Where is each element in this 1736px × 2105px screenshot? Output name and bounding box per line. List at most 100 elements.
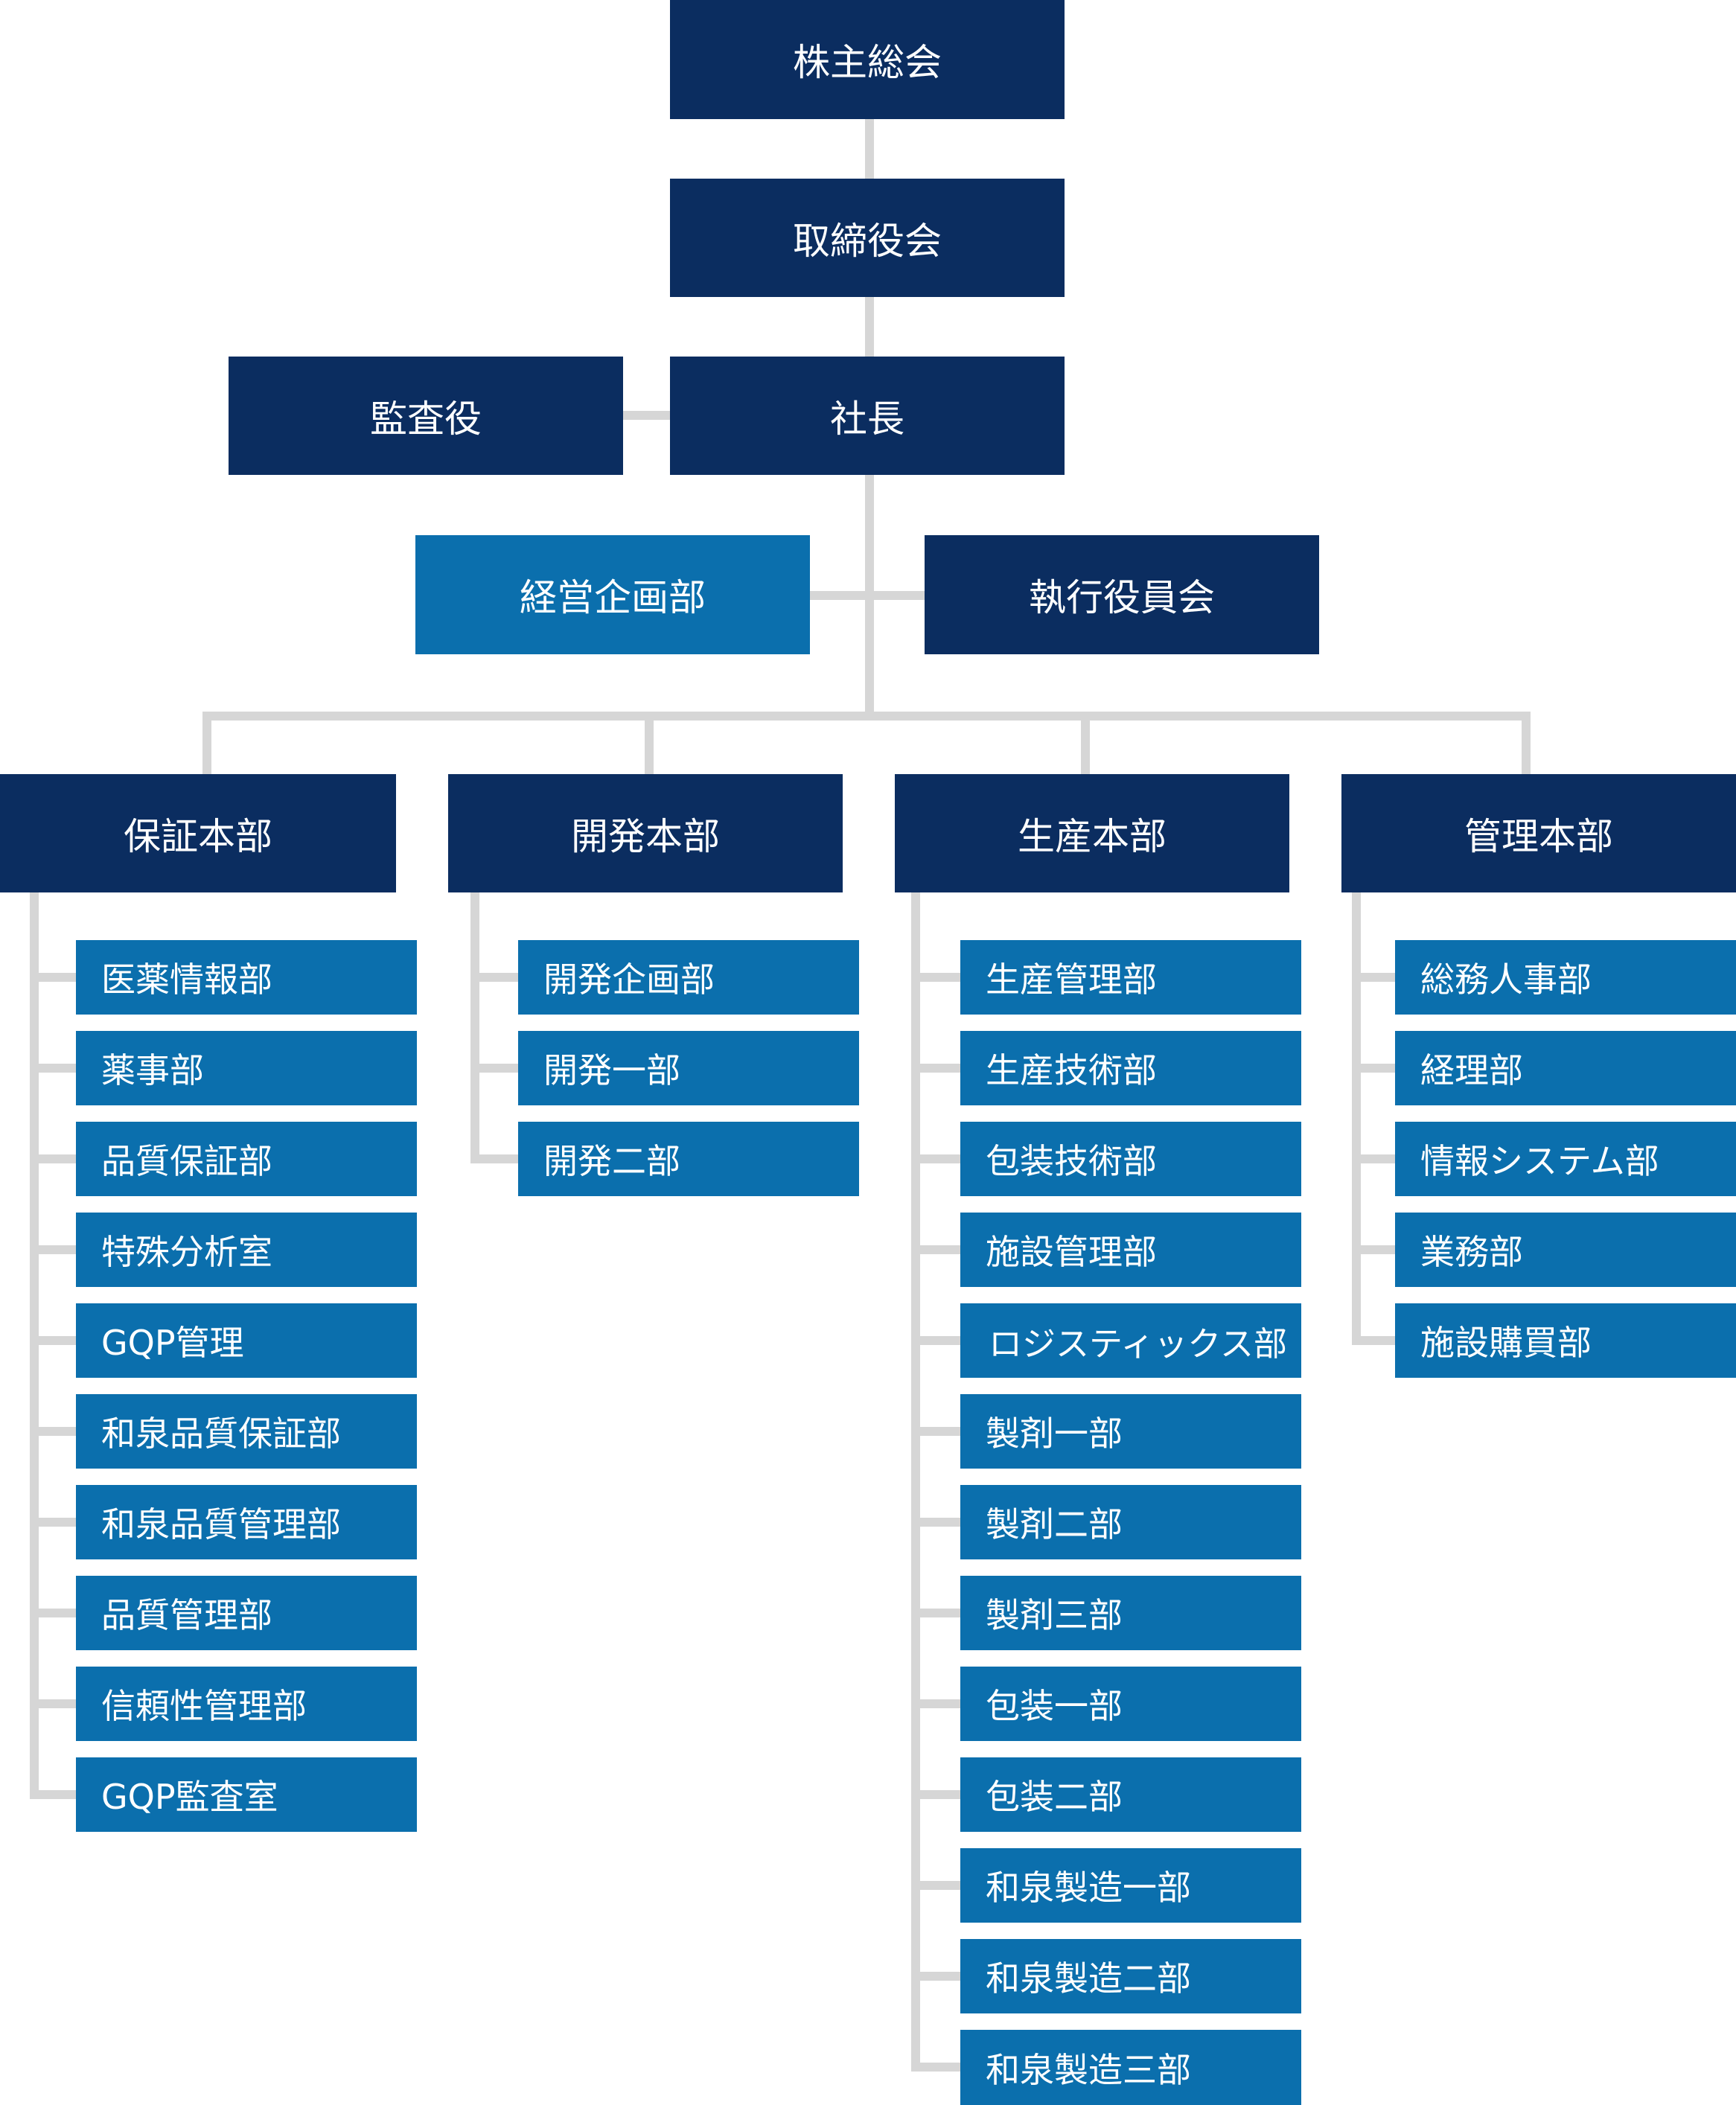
- department-label: 経理部: [1420, 1050, 1523, 1090]
- department-label: 生産技術部: [986, 1050, 1157, 1090]
- department-label: 特殊分析室: [101, 1232, 272, 1272]
- department-box: 品質保証部: [76, 1122, 417, 1196]
- department-connector: [30, 1609, 76, 1617]
- auditor-box: 監査役: [229, 357, 623, 475]
- department-box: 信頼性管理部: [76, 1667, 417, 1741]
- department-box: 総務人事部: [1395, 940, 1736, 1015]
- division-label: 管理本部: [1464, 814, 1613, 858]
- department-box: 開発企画部: [518, 940, 859, 1015]
- department-connector: [30, 1336, 76, 1345]
- department-label: 包装二部: [986, 1777, 1123, 1817]
- department-label: 製剤三部: [986, 1595, 1123, 1635]
- department-label: 医薬情報部: [101, 959, 272, 1000]
- department-box: 生産管理部: [960, 940, 1301, 1015]
- department-connector: [1352, 1154, 1395, 1163]
- department-label: 品質管理部: [101, 1595, 272, 1635]
- department-trunk: [1352, 892, 1361, 1341]
- department-box: 経理部: [1395, 1031, 1736, 1105]
- department-label: 和泉品質保証部: [101, 1414, 341, 1454]
- department-connector: [911, 1245, 960, 1254]
- department-connector: [470, 1154, 518, 1163]
- department-label: 信頼性管理部: [101, 1686, 307, 1726]
- department-label: 薬事部: [101, 1050, 204, 1090]
- department-box: 和泉製造一部: [960, 1848, 1301, 1923]
- department-label: 総務人事部: [1420, 959, 1592, 1000]
- connector-committee: [869, 591, 925, 600]
- department-box: 包装二部: [960, 1757, 1301, 1832]
- department-box: ロジスティックス部: [960, 1303, 1301, 1378]
- department-trunk: [470, 892, 479, 1159]
- department-label: 施設管理部: [986, 1232, 1157, 1272]
- shareholders-meeting-box: 株主総会: [670, 0, 1065, 119]
- department-box: 開発一部: [518, 1031, 859, 1105]
- connector-division-2: [645, 712, 654, 774]
- department-label: 和泉品質管理部: [101, 1504, 341, 1545]
- department-box: 施設管理部: [960, 1213, 1301, 1287]
- division-box: 開発本部: [448, 774, 843, 892]
- department-box: 生産技術部: [960, 1031, 1301, 1105]
- department-connector: [30, 1154, 76, 1163]
- department-connector: [30, 1427, 76, 1436]
- department-label: 和泉製造二部: [986, 1958, 1191, 1999]
- department-box: 和泉製造二部: [960, 1939, 1301, 2013]
- department-connector: [911, 1064, 960, 1073]
- division-label: 保証本部: [124, 814, 272, 858]
- department-box: 包装技術部: [960, 1122, 1301, 1196]
- department-label: 和泉製造三部: [986, 2049, 1191, 2090]
- department-connector: [911, 1881, 960, 1890]
- department-connector: [30, 1518, 76, 1527]
- division-box: 生産本部: [895, 774, 1289, 892]
- department-connector: [911, 973, 960, 982]
- department-connector: [911, 1154, 960, 1163]
- department-label: 開発二部: [543, 1141, 680, 1181]
- department-box: GQP管理: [76, 1303, 417, 1378]
- department-label: 包装技術部: [986, 1141, 1157, 1181]
- department-box: 開発二部: [518, 1122, 859, 1196]
- department-label: 施設購買部: [1420, 1323, 1592, 1363]
- department-connector: [30, 1064, 76, 1073]
- department-label: 業務部: [1420, 1232, 1523, 1272]
- president-label: 社長: [830, 397, 904, 441]
- department-box: 品質管理部: [76, 1576, 417, 1650]
- department-connector: [30, 1699, 76, 1708]
- department-label: 情報システム部: [1420, 1141, 1659, 1181]
- department-label: 包装一部: [986, 1686, 1123, 1726]
- department-box: 製剤二部: [960, 1485, 1301, 1559]
- department-label: 開発一部: [543, 1050, 680, 1090]
- department-box: 和泉製造三部: [960, 2030, 1301, 2105]
- president-box: 社長: [670, 357, 1065, 475]
- department-connector: [470, 1064, 518, 1073]
- connector-planning: [810, 591, 869, 600]
- department-label: ロジスティックス部: [989, 1323, 1287, 1364]
- connector-division-4: [1522, 712, 1531, 774]
- department-label: 開発企画部: [543, 959, 715, 1000]
- department-box: 医薬情報部: [76, 940, 417, 1015]
- executive-committee-box: 執行役員会: [925, 535, 1319, 654]
- department-box: 情報システム部: [1395, 1122, 1736, 1196]
- shareholders-meeting-label: 株主総会: [793, 41, 942, 84]
- department-box: GQP監査室: [76, 1757, 417, 1832]
- corporate-planning-box: 経営企画部: [415, 535, 810, 654]
- department-connector: [1352, 1064, 1395, 1073]
- connector-division-3: [1081, 712, 1090, 774]
- division-box: 保証本部: [0, 774, 396, 892]
- connector-board-president: [865, 297, 874, 357]
- department-label: GQP管理: [101, 1323, 244, 1363]
- auditor-label: 監査役: [370, 397, 482, 441]
- department-connector: [1352, 1245, 1395, 1254]
- department-label: 生産管理部: [986, 959, 1157, 1000]
- board-of-directors-box: 取締役会: [670, 179, 1065, 297]
- department-connector: [911, 2063, 960, 2072]
- department-label: 製剤二部: [986, 1504, 1123, 1545]
- department-box: 和泉品質管理部: [76, 1485, 417, 1559]
- division-label: 開発本部: [571, 814, 720, 858]
- department-connector: [30, 1790, 76, 1799]
- department-box: 業務部: [1395, 1213, 1736, 1287]
- department-connector: [30, 973, 76, 982]
- department-connector: [1352, 973, 1395, 982]
- department-connector: [911, 1699, 960, 1708]
- department-label: GQP監査室: [101, 1777, 278, 1817]
- department-box: 包装一部: [960, 1667, 1301, 1741]
- department-connector: [911, 1518, 960, 1527]
- department-connector: [1352, 1336, 1395, 1345]
